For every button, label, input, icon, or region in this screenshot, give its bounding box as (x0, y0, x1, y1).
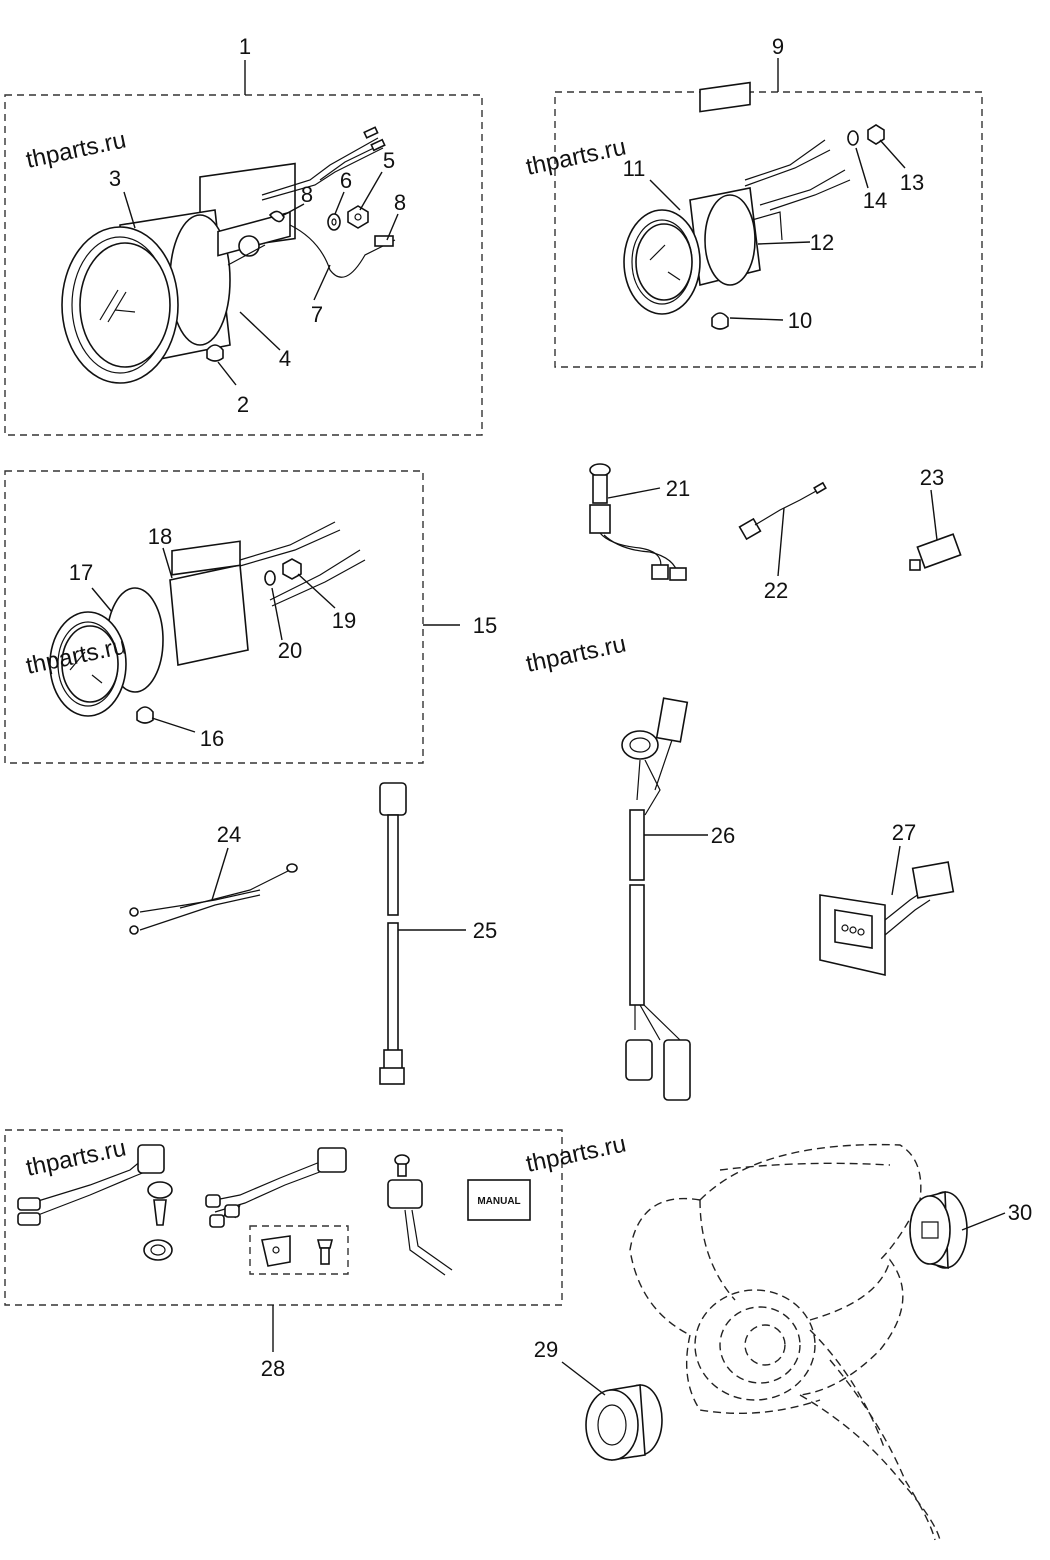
trim-meter-gauge (623, 81, 783, 315)
callout-12: 12 (810, 230, 834, 255)
bulb-10 (711, 312, 729, 330)
watermark-text: thparts.ru (524, 133, 629, 180)
propeller-outline (629, 1143, 941, 1541)
callout-7: 7 (311, 302, 323, 327)
main-harness-26 (621, 697, 691, 1101)
callout-6: 6 (340, 168, 352, 193)
group-box-9 (554, 91, 983, 368)
callout-25: 25 (473, 918, 497, 943)
group-box-1 (4, 94, 483, 436)
manual-label: MANUAL (477, 1196, 520, 1207)
spacer-29 (585, 1384, 663, 1461)
speedometer-gauge (49, 540, 249, 717)
callout-15: 15 (473, 613, 497, 638)
watermark-text: thparts.ru (524, 1130, 629, 1177)
wire-7 (289, 224, 396, 278)
callout-29: 29 (534, 1337, 558, 1362)
washer-20 (264, 570, 276, 586)
callout-30: 30 (1008, 1200, 1032, 1225)
group-box-28 (4, 1129, 563, 1306)
clip-8a (268, 210, 285, 223)
harness-24 (129, 863, 298, 935)
callout-3: 3 (109, 166, 121, 191)
callout-11: 11 (623, 156, 646, 181)
kit-28-parts: MANUAL (17, 1144, 531, 1276)
callout-9: 9 (772, 34, 784, 59)
nut-19 (282, 558, 302, 580)
plug-21 (589, 463, 687, 581)
callout-5: 5 (383, 148, 395, 173)
callout-2: 2 (237, 392, 249, 417)
watermark-text: thparts.ru (24, 1134, 129, 1181)
callout-4: 4 (279, 346, 291, 371)
lead-wire-22 (738, 481, 827, 541)
nut-5 (347, 205, 369, 229)
bulb-16 (136, 706, 154, 724)
callout-1: 1 (239, 34, 251, 59)
switch-panel-27 (819, 861, 955, 977)
callout-8-left: 8 (301, 182, 313, 207)
callout-20: 20 (278, 638, 302, 663)
thrust-washer-30 (909, 1190, 968, 1270)
callout-24: 24 (217, 822, 241, 847)
callout-21: 21 (666, 476, 690, 501)
callout-22: 22 (764, 578, 788, 603)
washer-6 (327, 213, 341, 231)
callout-16: 16 (200, 726, 224, 751)
cable-25 (379, 782, 407, 1085)
callout-17: 17 (69, 560, 93, 585)
leader-lines (91, 139, 1006, 1396)
callout-27: 27 (892, 820, 916, 845)
wire-leads-3 (261, 126, 386, 201)
callout-28: 28 (261, 1356, 285, 1381)
callout-19: 19 (332, 608, 356, 633)
wire-leads-11 (744, 139, 851, 211)
sub-box-bracket (249, 1225, 349, 1275)
manual-booklet (467, 1179, 531, 1221)
callout-26: 26 (711, 823, 735, 848)
tachometer-gauge (61, 162, 296, 384)
callout-8-right: 8 (394, 190, 406, 215)
bulb-2 (206, 344, 224, 362)
callout-23: 23 (920, 465, 944, 490)
group-box-15 (4, 470, 424, 764)
watermark-text: thparts.ru (524, 630, 629, 677)
callout-13: 13 (900, 170, 924, 195)
wire-leads-17 (239, 521, 366, 607)
washer-14 (847, 130, 859, 146)
callout-10: 10 (788, 308, 812, 333)
callout-numbers: 1 2 3 4 5 6 7 8 8 9 10 11 12 13 14 15 16… (69, 34, 1032, 1381)
callout-18: 18 (148, 524, 172, 549)
sensor-23 (909, 533, 962, 571)
callout-14: 14 (863, 188, 887, 213)
nut-13 (867, 124, 885, 145)
